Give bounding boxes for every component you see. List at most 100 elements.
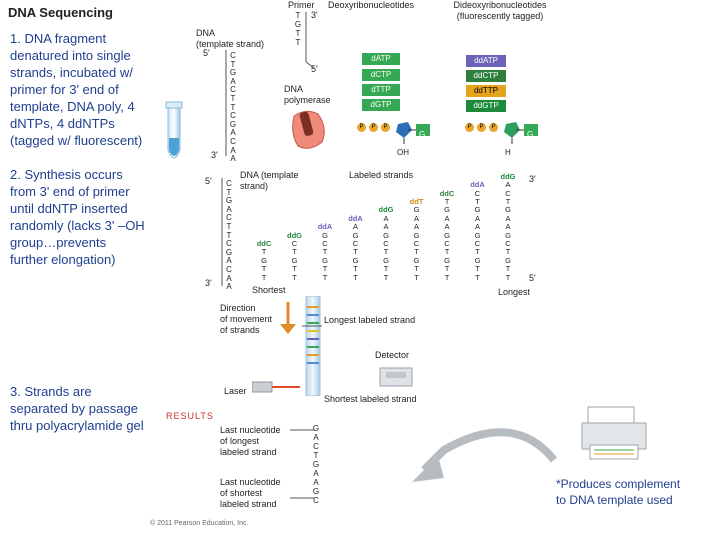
template-base: A xyxy=(230,76,236,86)
dideoxy-terminator: ddT xyxy=(409,197,424,206)
step-2-line: from 3' end of primer xyxy=(10,184,130,199)
template-base: G xyxy=(229,68,237,78)
fragment-base: G xyxy=(505,205,511,215)
phosphate-icon: P xyxy=(465,123,474,132)
step-2-line: group…prevents xyxy=(10,235,107,250)
fragment-base: G xyxy=(413,230,420,240)
template-base: C xyxy=(230,136,236,146)
dideoxy-line: Dideoxyribonucleotides xyxy=(453,0,547,10)
fragment-base: T xyxy=(505,247,511,257)
primer-label: Primer xyxy=(288,0,315,10)
fragment-base: G xyxy=(474,205,481,215)
fragment-base: T xyxy=(292,247,297,257)
deoxy-label: Deoxyribonucleotides xyxy=(328,0,415,10)
template-base: A xyxy=(230,128,236,138)
fragment-base: C xyxy=(352,239,359,249)
step-1-line: dNTPs, 4 ddNTPs xyxy=(10,116,115,131)
fragment-base: T xyxy=(505,197,511,207)
direction-label: Direction of movement of strands xyxy=(220,303,272,336)
primer-base: T xyxy=(295,29,301,38)
result-base: C xyxy=(313,442,319,451)
template-base: A xyxy=(226,282,232,292)
step-1-line: strands, incubated w/ xyxy=(10,65,133,80)
longest-labeled-strand-label: Longest labeled strand xyxy=(324,315,416,325)
step-1-line: template, DNA poly, 4 xyxy=(10,99,135,114)
template-base: C xyxy=(230,51,236,60)
fragment-base: A xyxy=(474,222,480,232)
last-shortest-line: labeled strand xyxy=(220,499,277,509)
fragment-base: T xyxy=(383,272,389,282)
dideoxy-terminator: ddG xyxy=(500,171,516,181)
last-longest-line: of longest xyxy=(220,436,260,446)
polymerase-icon xyxy=(292,110,325,149)
fragment-base: G xyxy=(322,230,328,240)
fragment-base: G xyxy=(474,255,481,265)
fragment-base: C xyxy=(413,239,420,249)
template-base: G xyxy=(229,119,237,129)
fragment-base: T xyxy=(383,264,389,274)
fragment-base: A xyxy=(413,222,419,232)
shortest-labeled-strand-label: Shortest labeled strand xyxy=(324,394,417,404)
phosphate-icon: P xyxy=(381,123,390,132)
fragment-base: T xyxy=(353,272,358,282)
dna-label-line: DNA (template xyxy=(240,170,299,180)
fragment-base: G xyxy=(444,205,450,215)
polymerase-line: polymerase xyxy=(284,95,331,105)
detector-icon xyxy=(379,367,413,387)
three-prime-label: 3' xyxy=(211,150,218,160)
printer-icon xyxy=(581,406,647,460)
fragment-base: T xyxy=(505,264,511,274)
fragment-base: T xyxy=(475,197,480,206)
dideoxy-terminator: ddC xyxy=(256,239,272,248)
primer-base: T xyxy=(295,11,301,20)
template-base: A xyxy=(230,145,236,155)
fragment-base: A xyxy=(474,213,480,223)
fragment-base: T xyxy=(353,247,358,257)
fragment-base: G xyxy=(413,205,420,215)
longest-pointer-icon xyxy=(302,325,322,327)
base-g-label: G xyxy=(527,130,534,139)
direction-line: of strands xyxy=(220,325,260,335)
fragment-base: A xyxy=(352,222,358,232)
template-base: T xyxy=(226,187,232,197)
fragment-base: G xyxy=(505,255,511,265)
fragment-base: G xyxy=(352,255,359,265)
direction-arrow-icon xyxy=(280,302,296,334)
results-label: RESULTS xyxy=(166,411,214,421)
base-g-label: G xyxy=(419,130,426,139)
fragment-base: C xyxy=(505,188,511,198)
last-shortest-label: Last nucleotide of shortest labeled stra… xyxy=(220,477,281,510)
fragment-5-label: 5' xyxy=(529,273,536,283)
ddttp-tag: ddTTP xyxy=(466,85,506,97)
labeled-strands-label: Labeled strands xyxy=(349,170,414,180)
dideoxy-terminator: ddG xyxy=(287,230,302,240)
fragment-base: T xyxy=(414,247,419,257)
template-base: T xyxy=(230,59,236,69)
footnote: *Produces complement to DNA template use… xyxy=(556,476,680,508)
direction-line: of movement xyxy=(220,314,273,324)
last-longest-label: Last nucleotide of longest labeled stran… xyxy=(220,425,281,458)
step-1-text: 1. DNA fragment denatured into single st… xyxy=(10,30,170,149)
footnote-line: *Produces complement xyxy=(556,477,681,491)
ddgtp-tag: ddGTP xyxy=(466,100,506,112)
step-2-line: 2. Synthesis occurs xyxy=(10,167,123,182)
fragment-base: A xyxy=(383,213,389,223)
page-title: DNA Sequencing xyxy=(8,5,113,20)
fragment-base: A xyxy=(505,180,511,190)
test-tube-icon xyxy=(165,101,183,159)
fragment-base: T xyxy=(444,272,450,282)
fragment-base: A xyxy=(383,222,389,232)
step-3-line: 3. Strands are xyxy=(10,384,92,399)
fragment-base: T xyxy=(475,247,480,257)
five-prime-label: 5' xyxy=(203,48,210,58)
copyright-text: © 2011 Pearson Education, Inc. xyxy=(150,520,249,527)
